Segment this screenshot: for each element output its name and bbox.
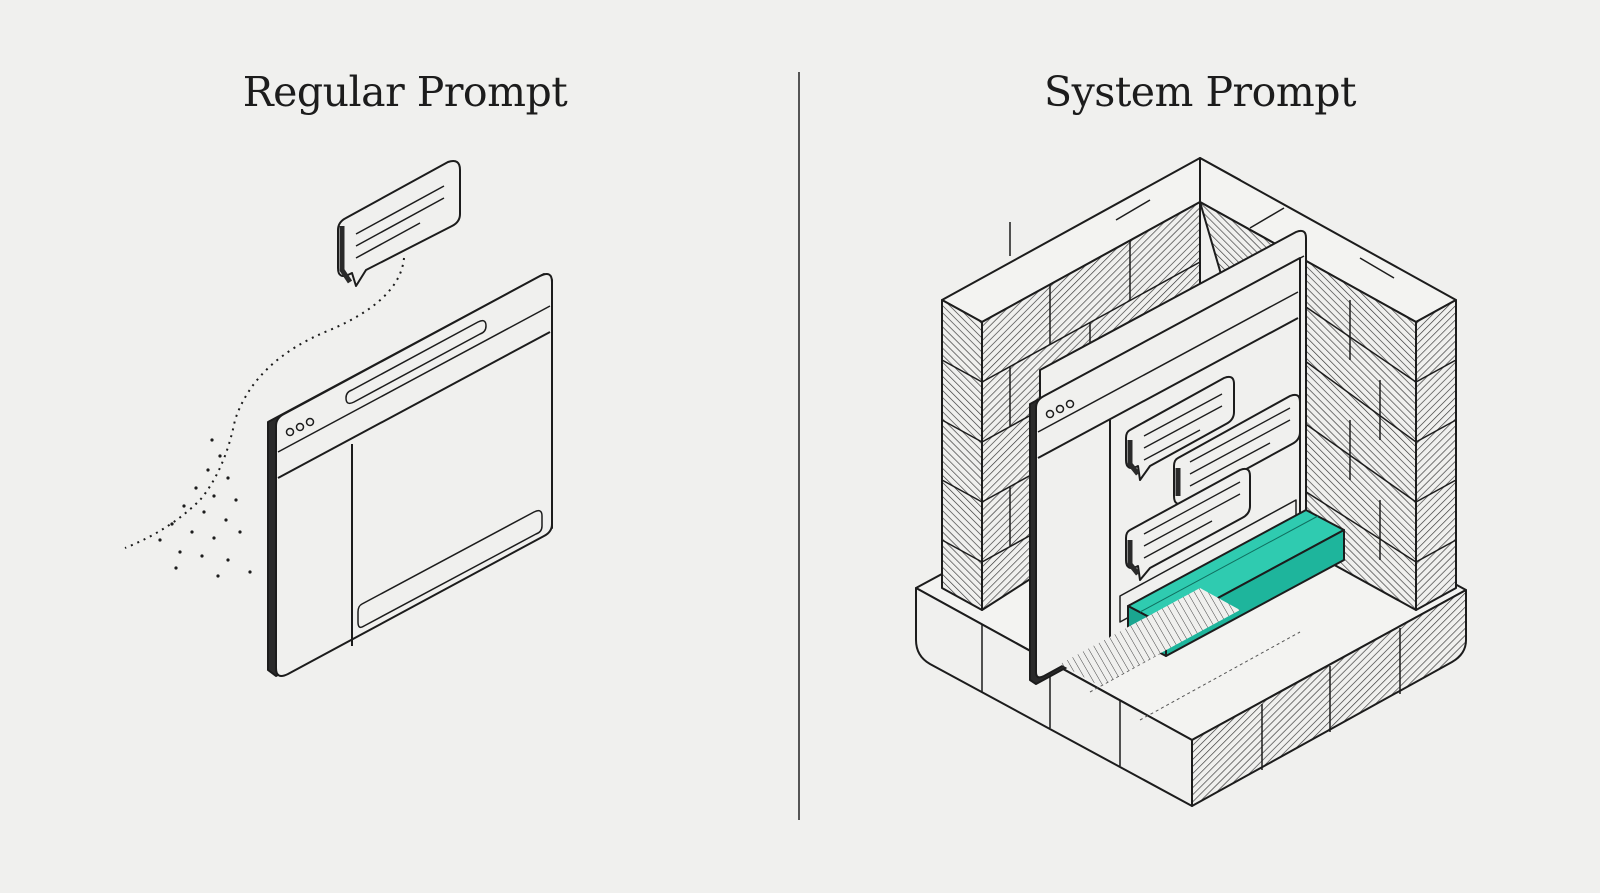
regular-prompt-title: Regular Prompt (242, 68, 568, 116)
browser-window-icon (1029, 257, 1301, 685)
speech-bubble-icon (1173, 393, 1301, 505)
dotted-trail (124, 257, 405, 549)
center-divider (798, 72, 800, 820)
floor-shadow (1060, 588, 1240, 686)
system-prompt-illustration (915, 157, 1467, 807)
system-prompt-title: System Prompt (1044, 68, 1356, 116)
speech-bubble-icon (337, 160, 461, 287)
speech-bubble-icon (1125, 467, 1251, 581)
regular-prompt-illustration (124, 160, 553, 677)
speech-bubble-icon (1125, 375, 1235, 481)
scatter-dots (158, 438, 252, 578)
browser-window-icon (267, 273, 553, 677)
